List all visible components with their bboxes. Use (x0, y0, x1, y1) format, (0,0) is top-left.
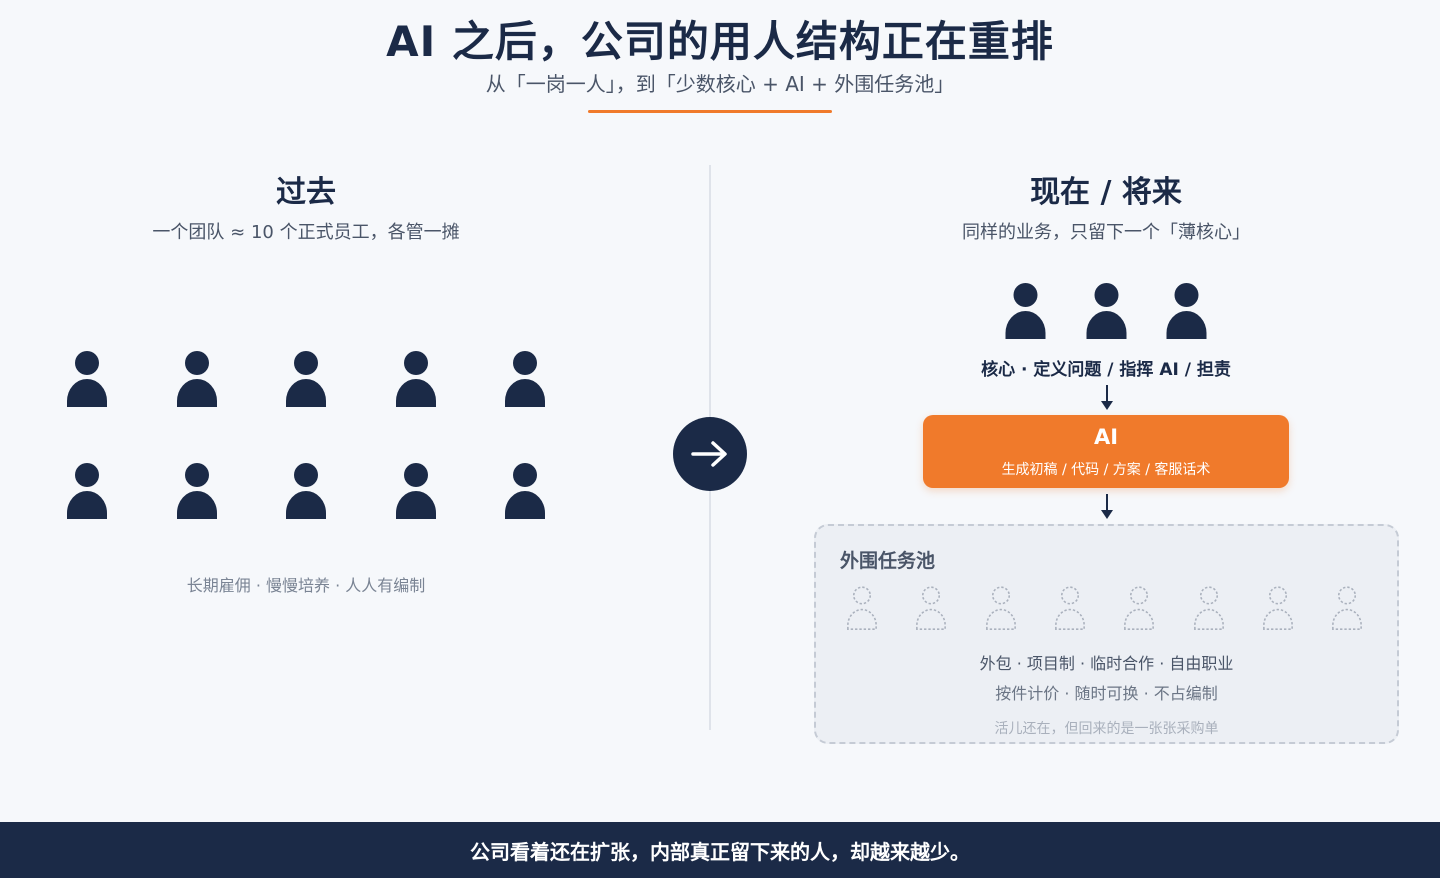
contractor-person-icon (1054, 586, 1085, 630)
arrow-right-icon (673, 417, 747, 491)
task-pool-line-3: 活儿还在，但回来的是一张张采购单 (994, 721, 1219, 737)
core-person-icon (1166, 283, 1207, 339)
task-pool-line-1: 外包 · 项目制 · 临时合作 · 自由职业 (979, 654, 1234, 673)
person-icon (176, 351, 217, 407)
contractor-person-icon (1332, 586, 1363, 630)
contractor-person-icon (1193, 586, 1224, 630)
title-underline (588, 110, 832, 113)
person-icon (67, 351, 107, 407)
arrow-down-icon (1101, 494, 1113, 519)
contractor-person-icon (985, 586, 1016, 630)
person-icon (395, 463, 436, 519)
now-subtitle: 同样的业务，只留下一个「薄核心」 (962, 222, 1250, 243)
arrow-down-icon (1101, 385, 1113, 410)
contractor-person-icon (1262, 586, 1293, 630)
task-pool-label: 外围任务池 (840, 550, 936, 572)
ai-box-subtitle: 生成初稿 / 代码 / 方案 / 客服话术 (1001, 462, 1211, 478)
person-icon (395, 351, 436, 407)
page-subtitle: 从「一岗一人」，到「少数核心 + AI + 外围任务池」 (485, 72, 955, 96)
person-icon (176, 463, 217, 519)
past-caption: 长期雇佣 · 慢慢培养 · 人人有编制 (186, 576, 426, 595)
person-icon (67, 463, 107, 519)
person-icon (286, 463, 327, 519)
person-icon (286, 351, 327, 407)
contractor-person-icon (847, 586, 877, 630)
core-person-icon (1086, 283, 1126, 339)
contractor-person-icon (1124, 586, 1155, 630)
past-title: 过去 (276, 175, 336, 210)
footer-banner: 公司看着还在扩张，内部真正留下来的人，却越来越少。 (0, 822, 1440, 878)
core-caption: 核心 · 定义问题 / 指挥 AI / 担责 (981, 360, 1231, 380)
page-title: AI 之后，公司的用人结构正在重排 (386, 17, 1054, 66)
person-icon (505, 463, 546, 519)
past-subtitle: 一个团队 ≈ 10 个正式员工，各管一摊 (152, 222, 460, 243)
task-pool-box: 外围任务池 外包 · 项目制 · 临时合作 · 自由职业 按件计价 · 随时可换… (814, 524, 1399, 744)
core-person-icon (1005, 283, 1046, 339)
now-title: 现在 / 将来 (1030, 175, 1182, 210)
footer-text: 公司看着还在扩张，内部真正留下来的人，却越来越少。 (470, 839, 970, 864)
task-pool-line-2: 按件计价 · 随时可换 · 不占编制 (995, 684, 1218, 703)
person-icon (505, 351, 546, 407)
contractor-person-icon (916, 586, 947, 630)
ai-box: AI 生成初稿 / 代码 / 方案 / 客服话术 (923, 415, 1289, 488)
ai-box-title: AI (1093, 425, 1119, 449)
